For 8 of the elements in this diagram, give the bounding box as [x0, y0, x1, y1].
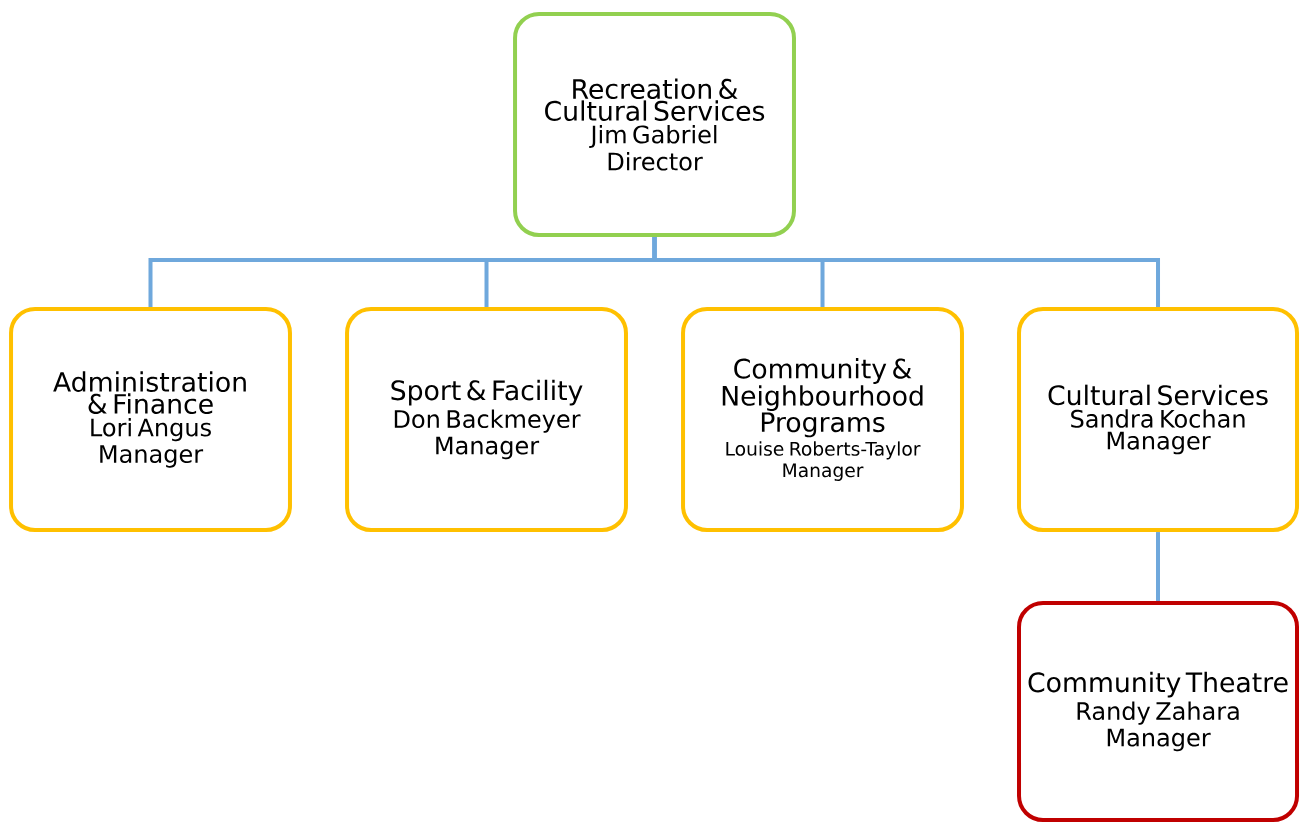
org-box: Community Theatre Randy Zahara Manager: [1017, 600, 1299, 823]
org-box: Administration & Finance Lori Angus Manager: [9, 306, 292, 533]
org-box: Sport & Facility Don Backmeyer Manager: [345, 306, 628, 533]
org-box: Cultural Services Sandra Kochan Manager: [1017, 306, 1299, 533]
org-box: Recreation & Cultural Services Jim Gabriel Director: [513, 11, 796, 238]
connector-line: [1156, 532, 1160, 601]
org-box: Community & Neighbourhood Programs Louise Roberts-Taylor Manager: [681, 306, 964, 533]
connector-line: [652, 237, 1160, 307]
